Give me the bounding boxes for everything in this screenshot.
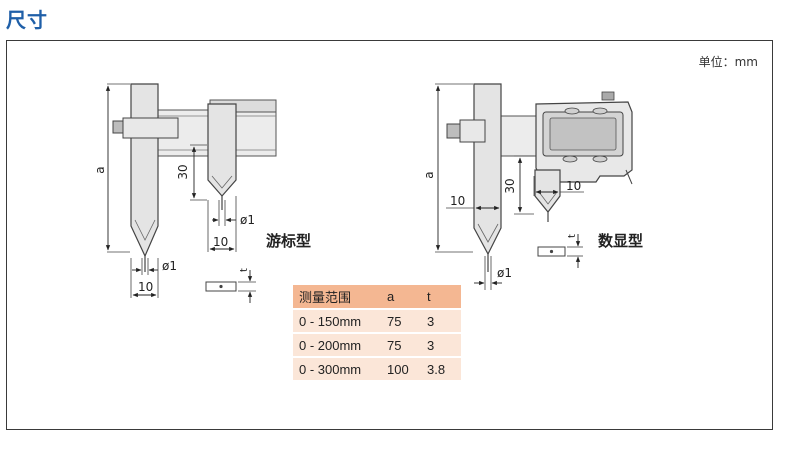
dimensions-frame: 单位：mm	[6, 40, 773, 430]
digital-sliding-jaw	[534, 169, 561, 213]
head-button	[564, 107, 580, 115]
head-button	[592, 107, 608, 115]
vernier-sliding-jaw	[207, 103, 237, 197]
vernier-dim-phi1-lower: ø1	[162, 259, 177, 273]
lcd-display	[549, 117, 617, 151]
cell-range: 0 - 200mm	[293, 332, 381, 357]
thumb-roller	[601, 91, 615, 101]
digital-fixed-jaw	[473, 83, 502, 256]
digital-dim-10-left: 10	[450, 194, 465, 208]
digital-caliper-drawing: a 30 10 10 数显型 ø1 t	[422, 83, 643, 290]
vernier-type-label: 游标型	[266, 232, 311, 250]
digital-dim-30: 30	[503, 178, 517, 193]
digital-dim-phi1: ø1	[497, 266, 512, 280]
cell-t: 3	[421, 332, 461, 357]
digital-dim-a: a	[422, 171, 436, 178]
spec-table-header: 测量范围 a t	[293, 285, 461, 309]
clamp-knob	[446, 123, 462, 139]
header-range: 测量范围	[293, 285, 381, 309]
header-t: t	[421, 285, 461, 309]
digital-type-label: 数显型	[598, 232, 643, 250]
cell-a: 100	[381, 356, 421, 380]
cell-range: 0 - 300mm	[293, 356, 381, 380]
vernier-dim-phi1-upper: ø1	[240, 213, 255, 227]
table-row: 0 - 300mm 100 3.8	[293, 356, 461, 380]
head-button	[562, 155, 578, 163]
table-row: 0 - 200mm 75 3	[293, 332, 461, 357]
cell-range: 0 - 150mm	[293, 308, 381, 333]
digital-dim-t: t	[567, 234, 578, 238]
vernier-dim-a: a	[93, 166, 107, 173]
cell-t: 3	[421, 308, 461, 333]
page-title: 尺寸	[6, 8, 48, 32]
vernier-dim-30: 30	[176, 164, 190, 179]
vernier-dim-10-upper: 10	[213, 235, 228, 249]
head-button	[592, 155, 608, 163]
cell-t: 3.8	[421, 356, 461, 380]
vernier-dim-10-lower: 10	[138, 280, 153, 294]
spec-table: 测量范围 a t 0 - 150mm 75 3 0 - 200mm 75 3 0…	[293, 285, 461, 380]
digital-dim-10-right: 10	[566, 179, 581, 193]
vernier-fixed-jaw	[130, 83, 159, 258]
table-row: 0 - 150mm 75 3	[293, 308, 461, 333]
header-a: a	[381, 285, 421, 309]
cell-a: 75	[381, 332, 421, 357]
cell-a: 75	[381, 308, 421, 333]
vernier-caliper-drawing: a 30 ø1 10 游标型 ø1 10	[93, 83, 311, 303]
vernier-dim-t: t	[239, 268, 250, 272]
unit-note: 单位：mm	[698, 55, 758, 69]
